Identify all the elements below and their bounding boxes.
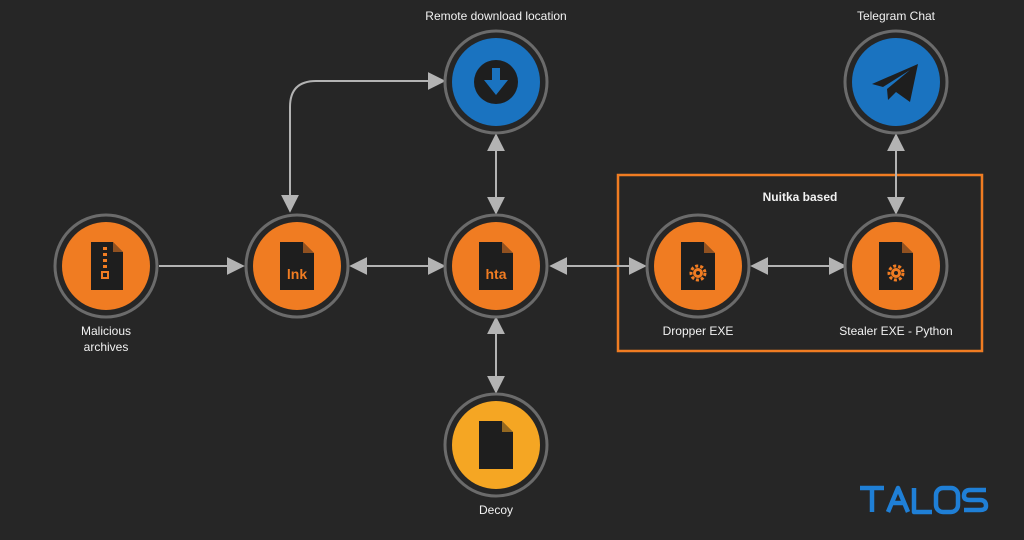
label-stealer-exe: Stealer EXE - Python — [839, 324, 953, 338]
node-hta: hta — [443, 213, 549, 319]
hta-file-icon: hta — [479, 242, 513, 290]
lnk-file-icon: lnk — [280, 242, 314, 290]
telegram-icon — [872, 64, 918, 102]
arrow-remote-lnk — [281, 72, 446, 213]
zip-file-icon — [91, 242, 123, 290]
node-telegram-chat — [843, 29, 949, 135]
label-nuitka-group: Nuitka based — [762, 190, 838, 204]
node-stealer-exe — [843, 213, 949, 319]
download-arrow-icon — [474, 60, 518, 104]
label-malicious-line1: Malicious — [80, 324, 131, 338]
label-remote-download: Remote download location — [425, 9, 567, 23]
hta-file-text: hta — [486, 266, 507, 282]
label-dropper-exe: Dropper EXE — [662, 324, 734, 338]
node-dropper-exe — [645, 213, 751, 319]
lnk-file-text: lnk — [287, 266, 307, 282]
node-lnk: lnk — [244, 213, 350, 319]
connectors — [159, 72, 905, 394]
label-malicious-line2: archives — [83, 340, 129, 354]
gear-file-icon — [879, 242, 913, 290]
node-decoy — [443, 392, 549, 498]
label-telegram-chat: Telegram Chat — [856, 9, 936, 23]
node-remote-download — [443, 29, 549, 135]
gear-file-icon — [681, 242, 715, 290]
node-malicious-archives — [53, 213, 159, 319]
document-icon — [479, 421, 513, 469]
talos-logo — [860, 485, 989, 515]
label-decoy: Decoy — [478, 503, 513, 517]
